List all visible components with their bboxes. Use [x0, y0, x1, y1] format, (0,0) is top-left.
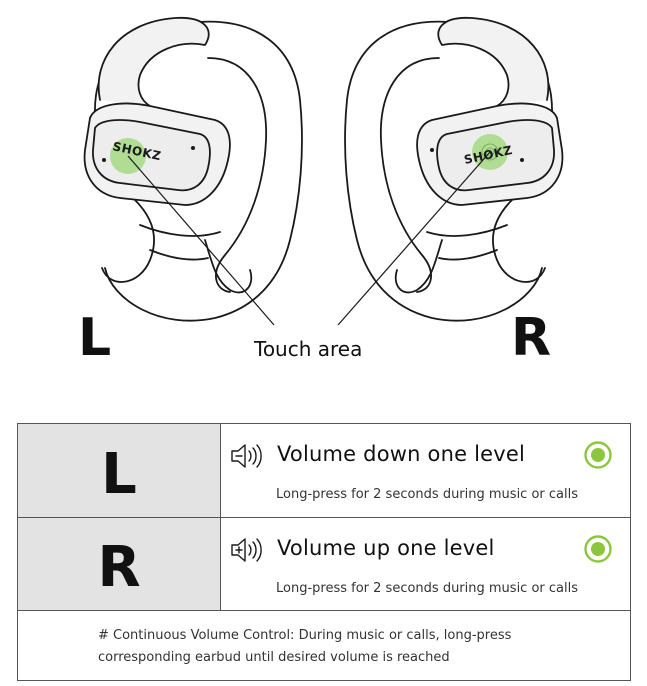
note-text: # Continuous Volume Control: During musi… [98, 628, 512, 665]
table-row: R Volume up one level Long-press for 2 s… [18, 518, 630, 611]
touch-area-label: Touch area [254, 337, 363, 361]
earbuds-drawing: SHOKZ SHOKZ [83, 17, 564, 326]
volume-controls-table: L Volume down one level Long-press for 2… [17, 423, 631, 681]
right-pointer-line [337, 151, 491, 326]
right-side-label: R [511, 308, 552, 368]
action-description: Long-press for 2 seconds during music or… [276, 487, 578, 502]
left-side-label: L [78, 308, 112, 368]
side-cell-right: R [18, 518, 221, 610]
left-pointer-line [127, 155, 275, 326]
side-label: R [97, 535, 141, 600]
left-touch-area [110, 138, 146, 174]
action-title: Volume down one level [277, 442, 526, 466]
action-description: Long-press for 2 seconds during music or… [276, 581, 578, 596]
action-cell: Volume down one level Long-press for 2 s… [221, 424, 630, 517]
action-cell: Volume up one level Long-press for 2 sec… [221, 518, 630, 610]
left-earbud [83, 17, 253, 294]
green-dot-icon [584, 441, 612, 469]
earbud-illustration: SHOKZ SHOKZ L R Touch area [78, 17, 564, 368]
continuous-volume-note: # Continuous Volume Control: During musi… [18, 611, 630, 681]
green-dot-icon [584, 535, 612, 563]
volume-down-icon [231, 444, 262, 468]
side-cell-left: L [18, 424, 221, 517]
action-title: Volume up one level [277, 536, 495, 560]
table-row: L Volume down one level Long-press for 2… [18, 424, 630, 518]
volume-up-icon [231, 538, 262, 562]
side-label: L [101, 441, 137, 507]
